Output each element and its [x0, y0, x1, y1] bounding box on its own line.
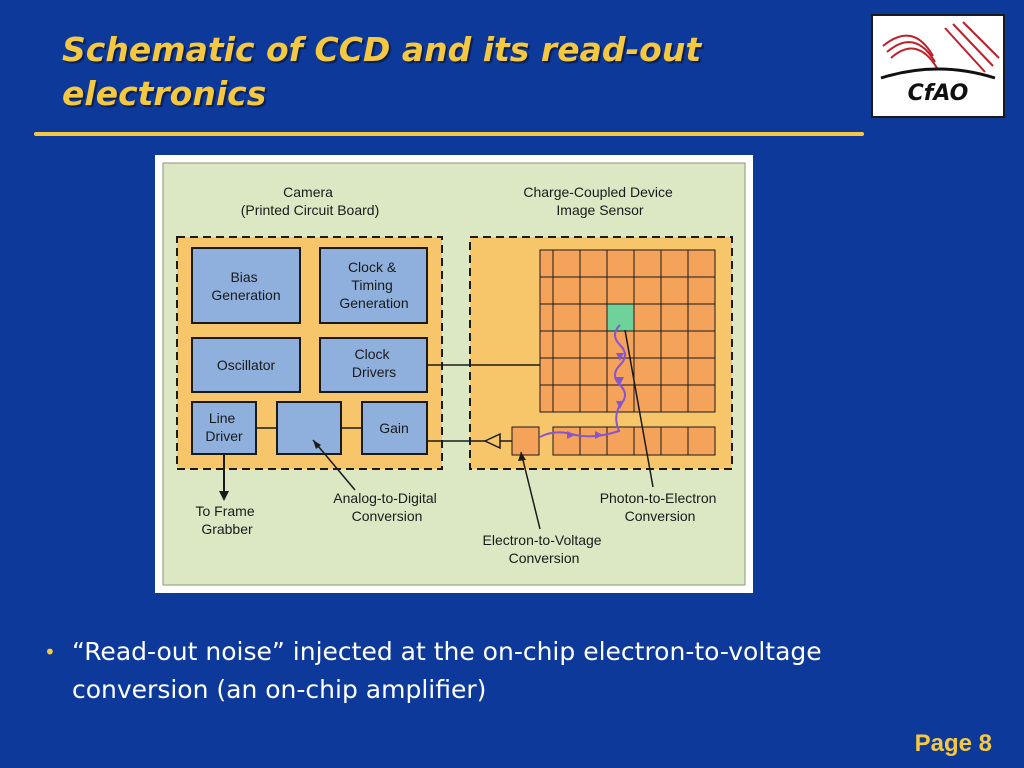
logo-text: CfAO: [907, 81, 969, 106]
oscillator-label: Oscillator: [217, 357, 276, 373]
adc-block: [276, 401, 342, 455]
cfao-logo: CfAO: [871, 14, 1005, 118]
bullet-marker: •: [44, 640, 56, 664]
bullet-point: • “Read-out noise” injected at the on-ch…: [44, 633, 944, 709]
ccd-pixel: [660, 357, 689, 386]
vertical-register-cell: [539, 384, 554, 413]
ccd-pixel: [552, 249, 581, 278]
vertical-register-cell: [539, 357, 554, 386]
photon-to-electron-annotation: Photon-to-Electron Conversion: [600, 490, 721, 524]
camera-title: Camera (Printed Circuit Board): [241, 184, 380, 218]
highlighted-pixel: [606, 303, 635, 332]
slide-title: Schematic of CCD and its read-out electr…: [62, 30, 702, 113]
ccd-pixel: [579, 384, 608, 413]
electron-to-voltage-annotation: Electron-to-Voltage Conversion: [483, 532, 606, 566]
ccd-pixel: [633, 249, 662, 278]
ccd-pixel: [579, 303, 608, 332]
ccd-pixel: [579, 249, 608, 278]
ccd-pixel: [552, 303, 581, 332]
ccd-pixel: [687, 384, 716, 413]
ccd-pixel: [552, 357, 581, 386]
ccd-pixel: [579, 276, 608, 305]
ccd-pixel: [687, 330, 716, 359]
readout-register-cell: [552, 426, 581, 456]
clock-drivers-block: [319, 337, 428, 393]
ccd-pixel: [633, 330, 662, 359]
pixel-array: [552, 249, 716, 413]
electron-transfer-path: [539, 324, 626, 438]
readout-register-cell: [660, 426, 689, 456]
ccd-pixel: [579, 330, 608, 359]
ccd-pixel: [660, 330, 689, 359]
vertical-register-cell: [539, 276, 554, 305]
ccd-pixel: [660, 384, 689, 413]
ccd-pixel: [687, 276, 716, 305]
bullet-rest: injected at the on-chip electron-to-volt…: [72, 637, 822, 704]
ccd-schematic: Camera (Printed Circuit Board) Charge-Co…: [155, 155, 753, 593]
vertical-register-cell: [539, 249, 554, 278]
vertical-register-cell: [539, 303, 554, 332]
readout-register-cell: [687, 426, 716, 456]
ccd-pixel: [633, 276, 662, 305]
ccd-pixel: [552, 384, 581, 413]
bullet-text: “Read-out noise” injected at the on-chip…: [72, 633, 944, 709]
adc-annotation: Analog-to-Digital Conversion: [333, 490, 440, 524]
ccd-schematic-svg: Camera (Printed Circuit Board) Charge-Co…: [162, 162, 746, 586]
ccd-pixel: [633, 303, 662, 332]
vertical-register-cell: [539, 330, 554, 359]
readout-register-cell: [579, 426, 608, 456]
ccd-pixel: [633, 357, 662, 386]
ccd-pixel: [552, 276, 581, 305]
vertical-register: [539, 249, 554, 413]
quote-close: ”: [271, 637, 285, 666]
line-driver-label: Line Driver: [205, 410, 243, 444]
ccd-pixel: [606, 276, 635, 305]
readout-register-cell: [606, 426, 635, 456]
ccd-pixel: [687, 357, 716, 386]
ccd-pixel: [552, 330, 581, 359]
ccd-title: Charge-Coupled Device Image Sensor: [523, 184, 676, 218]
ccd-pixel: [660, 249, 689, 278]
bias-generation-block: [191, 247, 301, 324]
ccd-pixel: [660, 303, 689, 332]
output-node-cell: [511, 426, 540, 456]
gain-block: [361, 401, 428, 455]
ccd-pixel: [687, 303, 716, 332]
cfao-logo-graphic: [880, 21, 1000, 80]
ccd-pixel: [660, 276, 689, 305]
readout-register-cell: [633, 426, 662, 456]
ccd-pixel: [687, 249, 716, 278]
ccd-pixel: [633, 384, 662, 413]
gain-label: Gain: [379, 420, 409, 436]
bias-generation-label: Bias Generation: [211, 269, 280, 303]
horizontal-register: [511, 426, 716, 456]
clock-drivers-label: Clock Drivers: [352, 346, 396, 380]
page-number: Page 8: [914, 730, 992, 757]
quoted-term: Read-out noise: [84, 637, 272, 666]
quote-open: “: [72, 637, 85, 666]
frame-grabber-label: To Frame Grabber: [195, 503, 258, 537]
ccd-pixel: [606, 249, 635, 278]
oscillator-block: [191, 337, 301, 393]
clock-timing-block: [319, 247, 428, 324]
ccd-pixel: [579, 357, 608, 386]
title-underline: [34, 132, 864, 136]
clock-timing-label: Clock & Timing Generation: [339, 259, 408, 311]
